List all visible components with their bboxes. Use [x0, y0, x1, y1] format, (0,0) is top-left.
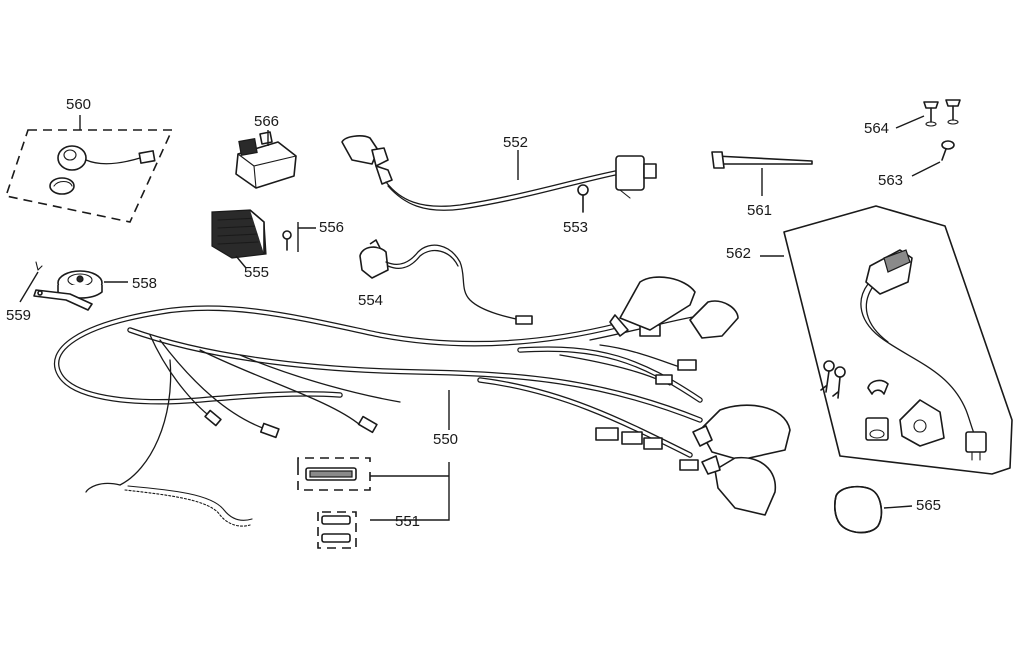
callout-552: 552	[503, 134, 529, 151]
rectifier-icon	[211, 209, 267, 259]
cable-tie-icon	[711, 151, 813, 169]
callout-561: 561	[747, 202, 773, 219]
callout-565: 565	[916, 497, 942, 514]
callout-559: 559	[6, 307, 32, 324]
screw-icon	[923, 99, 961, 127]
ignition-coil-icon	[341, 135, 657, 211]
callout-553: 553	[563, 219, 589, 236]
callout-555: 555	[244, 264, 270, 281]
screw-icon	[282, 230, 292, 251]
callout-564: 564	[864, 120, 890, 137]
key-icon	[820, 360, 846, 399]
callout-556: 556	[319, 219, 345, 236]
bolt-icon	[577, 184, 589, 213]
bracket-icon	[33, 261, 93, 311]
callout-554: 554	[358, 292, 384, 309]
wiring-harness-icon	[53, 276, 791, 527]
callout-550: 550	[433, 431, 459, 448]
fuse-icon	[297, 457, 371, 549]
screw-icon	[941, 140, 955, 161]
sensor-icon	[4, 129, 174, 223]
cdi-unit-icon	[235, 131, 297, 189]
callout-558: 558	[132, 275, 158, 292]
ignition-switch-icon	[783, 205, 1013, 475]
gasket-icon	[834, 485, 883, 534]
callout-566: 566	[254, 113, 280, 130]
callout-562: 562	[726, 245, 752, 262]
callout-560: 560	[66, 96, 92, 113]
spark-plug-cap-icon	[359, 239, 533, 325]
callout-563: 563	[878, 172, 904, 189]
callout-551: 551	[395, 513, 421, 530]
